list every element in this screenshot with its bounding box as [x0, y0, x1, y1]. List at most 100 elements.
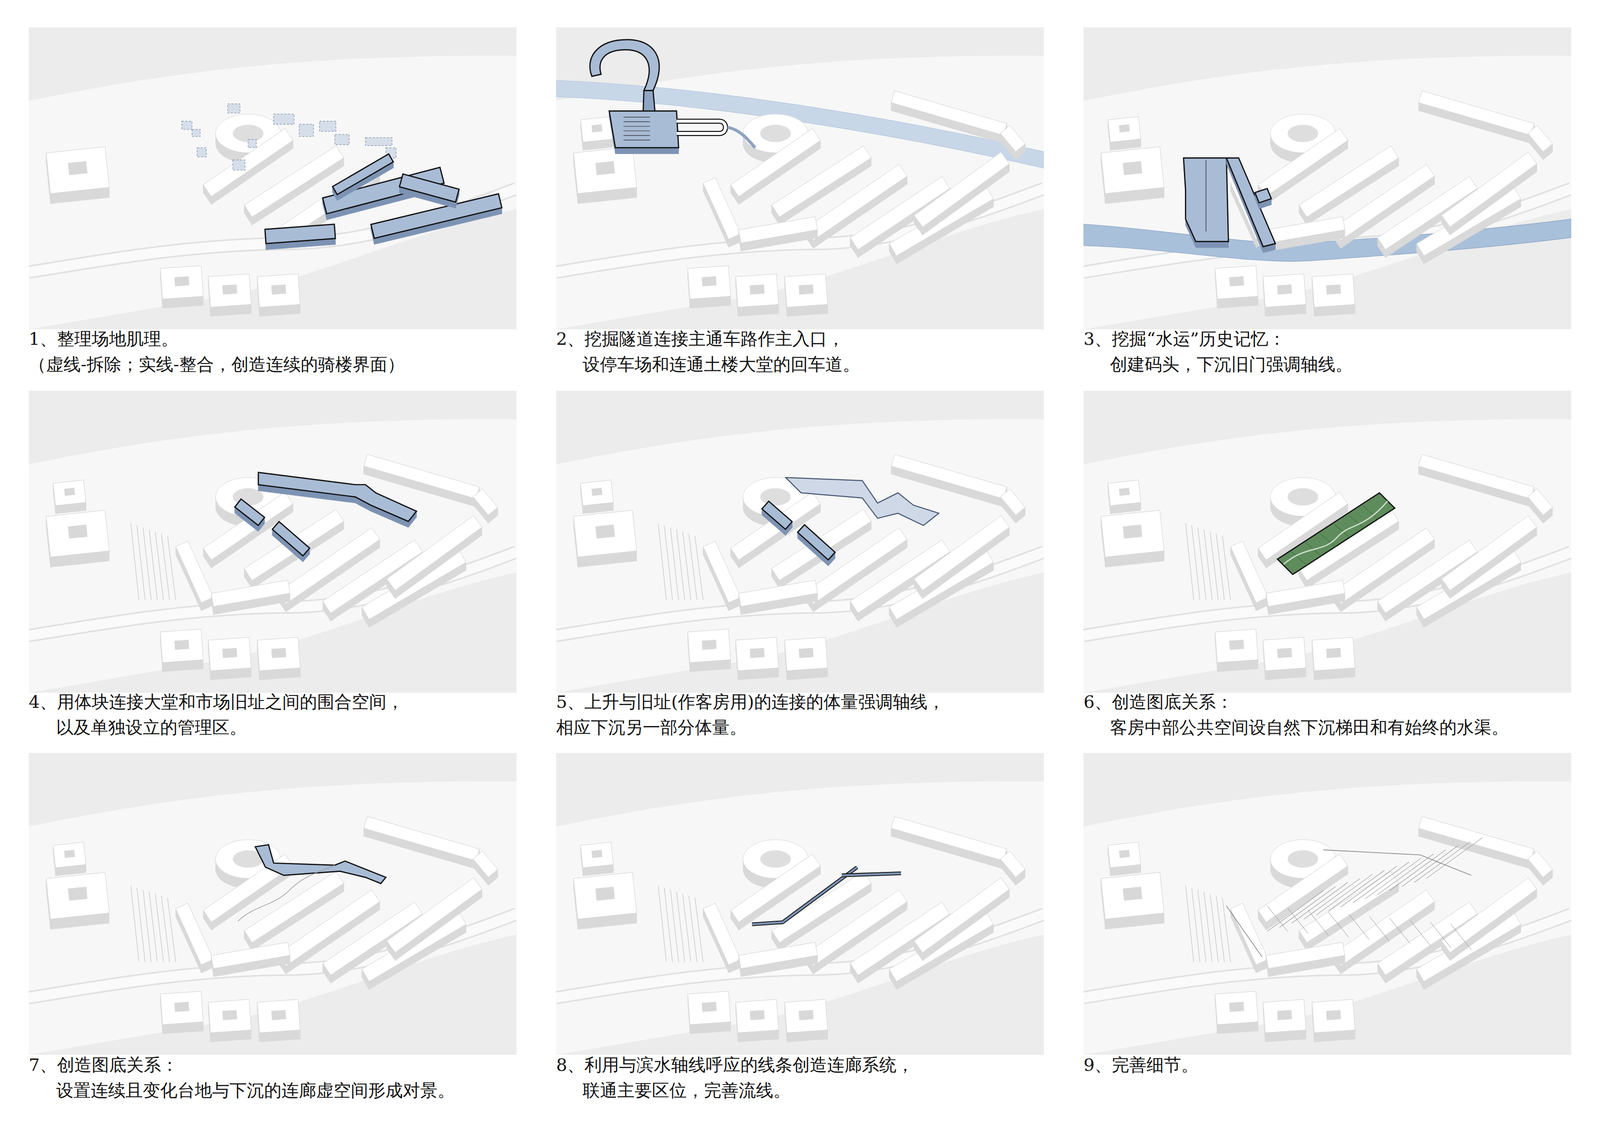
bottom-block-top: [160, 265, 204, 300]
courtyard: [1229, 276, 1245, 287]
row-building: [1000, 489, 1026, 524]
integrated-building-top: [399, 173, 460, 203]
dock: [1183, 157, 1229, 248]
small-block: [1108, 116, 1142, 151]
removed-building: [334, 134, 350, 145]
dock-side: [1195, 241, 1229, 248]
caption: 创建码头，下沉旧门强调轴线。: [1110, 353, 1353, 376]
courtyard: [222, 284, 238, 295]
water-channel: [1283, 501, 1388, 565]
bottom-block: [208, 273, 252, 317]
bottom-block-top: [257, 999, 301, 1033]
courtyard: [798, 1010, 814, 1021]
row-building: [914, 515, 1010, 600]
row-building: [703, 541, 741, 611]
dock-top: [1183, 157, 1229, 242]
courtyard-block-top: [573, 872, 637, 920]
stepped-dock: [130, 885, 176, 963]
panel-background: [28, 390, 517, 694]
row-building-top: [211, 942, 291, 970]
courtyard: [749, 648, 765, 659]
courtyard: [749, 1010, 765, 1021]
corridor: [751, 867, 857, 925]
site-plate: [556, 781, 1044, 1056]
panel: [556, 390, 1044, 694]
parking-stall: [623, 121, 651, 122]
stepped-dock: [130, 523, 176, 601]
management-volume-top: [234, 499, 265, 526]
row-building: [1527, 125, 1553, 160]
row-building-top: [1230, 903, 1268, 965]
courtyard: [1122, 161, 1143, 176]
site-plate: [1083, 419, 1572, 694]
courtyard: [174, 1002, 190, 1013]
row-building-side: [1449, 163, 1537, 236]
removed-building: [197, 147, 207, 157]
panel: [1083, 27, 1572, 330]
row-building-top: [1418, 90, 1535, 136]
small-block-top: [580, 480, 614, 506]
management-volume: [272, 521, 310, 563]
row-building: [386, 515, 483, 600]
detail-line: [1226, 849, 1472, 958]
courtyard: [271, 648, 287, 659]
caption: 客房中部公共空间设自然下沉梯田和有始终的水渠。: [1110, 716, 1509, 740]
row-building-top: [891, 90, 1007, 136]
bottom-block-top: [784, 999, 828, 1033]
detail-line: [1287, 908, 1309, 934]
courtyard: [271, 284, 287, 295]
courtyard: [591, 487, 603, 496]
row-building-top: [914, 878, 1010, 954]
row-building-top: [1527, 851, 1553, 878]
row-building-side: [922, 889, 1010, 962]
panel-content: [1083, 390, 1572, 694]
detail-line: [1267, 906, 1288, 932]
panel-content: [28, 753, 517, 1056]
bottom-block-top: [1312, 999, 1356, 1033]
courtyard-block: [573, 872, 637, 930]
courtyard: [701, 276, 717, 287]
axis: [1205, 160, 1207, 232]
small-block-top: [580, 842, 614, 869]
row-building: [1000, 851, 1026, 886]
bottom-block: [735, 637, 779, 680]
row-building-top: [211, 580, 291, 607]
courtyard: [1119, 124, 1131, 133]
row-building-top: [1441, 515, 1538, 591]
small-block: [580, 480, 614, 515]
small-block-top: [1108, 842, 1142, 869]
integrated-building-top: [265, 224, 336, 244]
detail-line: [1450, 924, 1472, 951]
row-building-top: [1418, 816, 1535, 861]
site-plate: [556, 419, 1044, 694]
bottom-block: [1263, 273, 1307, 317]
terrace-field: [1277, 493, 1395, 575]
row-building-top: [738, 942, 818, 970]
courtyard: [595, 524, 615, 539]
caption: 3、挖掘“水运”历史记忆：: [1083, 327, 1286, 351]
sunken-volume: [797, 525, 835, 567]
ring-hole: [1287, 125, 1319, 143]
bottom-block: [257, 637, 301, 680]
row-building: [386, 878, 483, 962]
panel-background: [28, 753, 517, 1056]
row-building-top: [914, 515, 1010, 591]
parking-stall: [623, 125, 651, 127]
bottom-block-top: [160, 991, 204, 1026]
stepped-dock: [658, 523, 704, 601]
detail-line: [1349, 914, 1370, 940]
row-building: [1266, 216, 1345, 252]
panel: [1083, 753, 1572, 1056]
courtyard: [798, 648, 814, 659]
removed-building: [248, 139, 257, 148]
panel: [1083, 390, 1572, 694]
courtyard-block-top: [46, 510, 110, 558]
row-building-top: [363, 816, 480, 861]
panel-content: [556, 27, 1044, 330]
courtyard: [222, 648, 238, 659]
row-building: [1266, 942, 1345, 978]
row-building-top: [703, 903, 741, 965]
courtyard: [701, 1002, 717, 1013]
panel-background: [1083, 27, 1572, 330]
bottom-block: [1312, 637, 1356, 680]
